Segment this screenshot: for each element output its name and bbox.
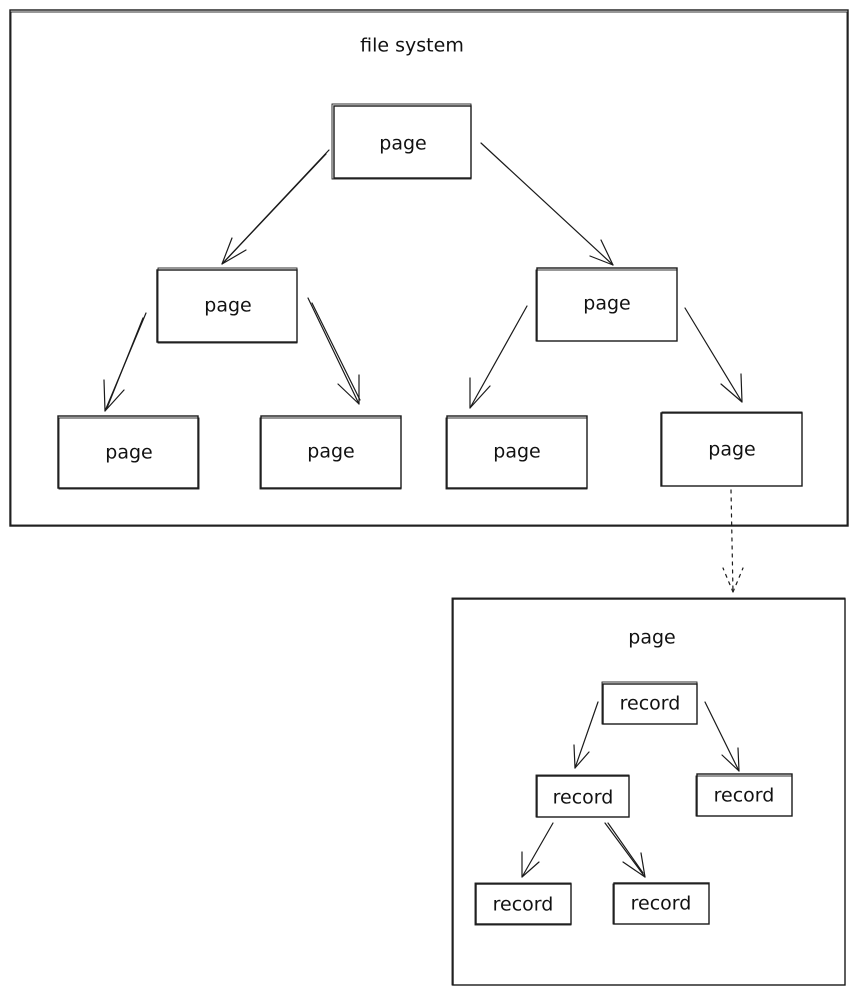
arrow-root-to-left xyxy=(221,149,330,265)
record-node-right-label: record xyxy=(714,785,775,807)
page-node-left-left: page xyxy=(57,415,200,490)
record-node-root-label: record xyxy=(620,693,681,715)
dashed-arrow-page-to-detail xyxy=(722,489,744,593)
page-node-left-left-label: page xyxy=(105,442,152,464)
file-system-container xyxy=(9,9,849,527)
page-detail-title: page xyxy=(628,627,675,649)
page-node-right-left: page xyxy=(445,415,588,490)
arrow-left-to-left-right xyxy=(307,297,361,405)
arrow-record-root-to-right xyxy=(704,701,740,772)
arrow-root-to-right xyxy=(480,142,614,266)
arrow-record-left-to-left-left xyxy=(521,822,554,878)
record-node-left-left-label: record xyxy=(493,894,554,916)
page-node-left-right-label: page xyxy=(307,441,354,463)
record-node-left: record xyxy=(535,774,630,818)
page-node-right-right: page xyxy=(660,411,803,487)
page-node-left-right: page xyxy=(259,415,402,490)
record-node-left-left: record xyxy=(474,882,572,926)
page-node-root-label: page xyxy=(379,133,426,155)
page-node-right-label: page xyxy=(583,293,630,315)
record-node-right: record xyxy=(695,773,793,817)
page-node-right: page xyxy=(535,267,678,342)
page-node-root: page xyxy=(331,103,472,180)
arrow-right-to-right-right xyxy=(684,307,743,403)
page-node-left: page xyxy=(156,267,298,344)
arrow-record-left-to-left-right xyxy=(604,822,646,878)
record-node-root: record xyxy=(601,681,698,725)
record-node-left-right: record xyxy=(612,882,710,925)
page-detail-container xyxy=(451,597,846,986)
record-node-left-right-label: record xyxy=(631,893,692,915)
page-node-right-right-label: page xyxy=(708,439,755,461)
file-system-title: file system xyxy=(360,35,464,57)
arrow-left-to-left-left xyxy=(103,312,147,412)
page-node-left-label: page xyxy=(204,295,251,317)
arrow-record-root-to-left xyxy=(573,701,599,769)
arrow-right-to-right-left xyxy=(469,305,528,409)
record-node-left-label: record xyxy=(553,787,614,809)
page-node-right-left-label: page xyxy=(493,441,540,463)
